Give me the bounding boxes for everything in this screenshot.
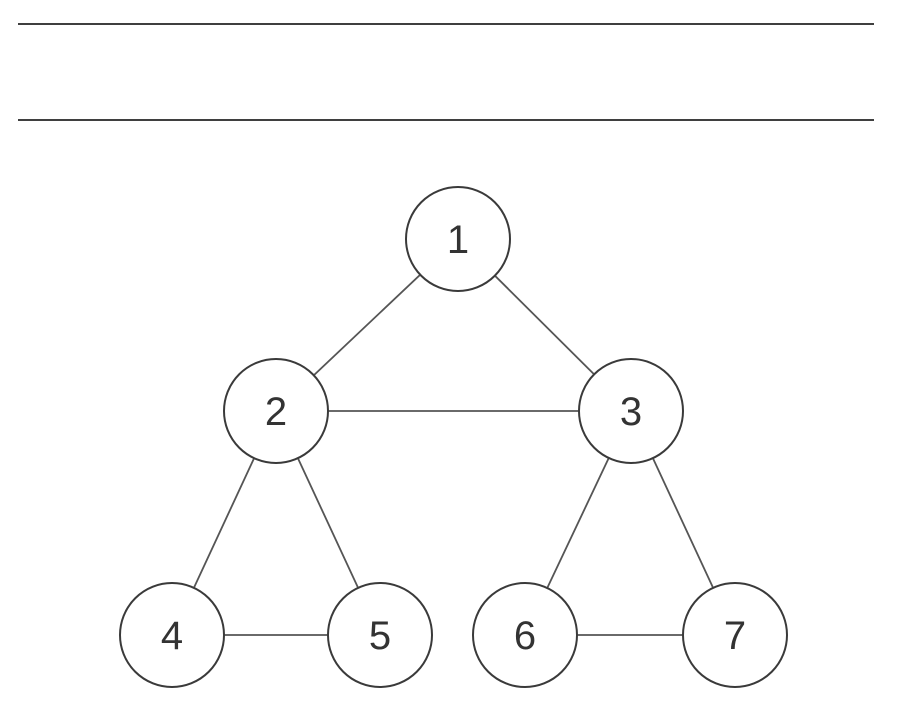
node-label-1: 1	[447, 218, 469, 262]
node-label-6: 6	[514, 614, 536, 658]
node-label-3: 3	[620, 390, 642, 434]
node-label-5: 5	[369, 614, 391, 658]
graph-node-4: 4	[119, 582, 225, 688]
divider-line-bottom	[18, 119, 874, 121]
graph-node-2: 2	[223, 358, 329, 464]
node-circle-5	[327, 582, 433, 688]
graph-node-5: 5	[327, 582, 433, 688]
node-label-2: 2	[265, 390, 287, 434]
node-circle-1	[405, 186, 511, 292]
node-circle-4	[119, 582, 225, 688]
graph-node-1: 1	[405, 186, 511, 292]
node-circle-7	[682, 582, 788, 688]
graph-node-7: 7	[682, 582, 788, 688]
node-circle-6	[472, 582, 578, 688]
node-circle-3	[578, 358, 684, 464]
node-label-4: 4	[161, 614, 183, 658]
divider-line-top	[18, 23, 874, 25]
graph-node-3: 3	[578, 358, 684, 464]
graph-node-6: 6	[472, 582, 578, 688]
node-circle-2	[223, 358, 329, 464]
node-label-7: 7	[724, 614, 746, 658]
